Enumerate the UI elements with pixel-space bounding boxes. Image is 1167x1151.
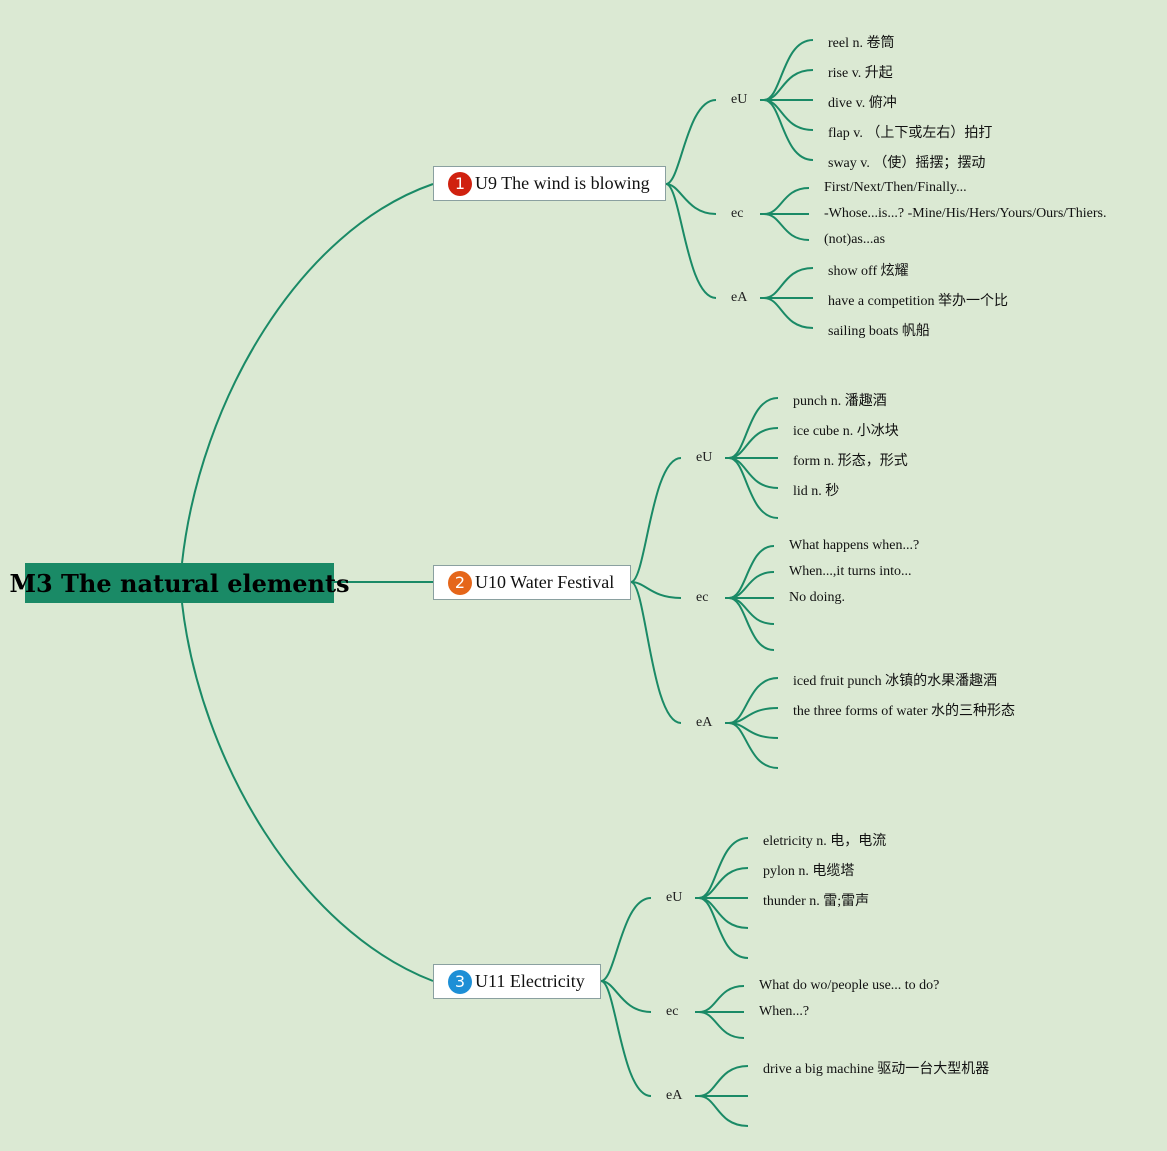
leaf-item[interactable]: eletricity n. 电，电流 bbox=[763, 834, 887, 849]
connector-line bbox=[728, 597, 775, 651]
connector-line bbox=[728, 457, 779, 519]
leaf-item[interactable]: (not)as...as bbox=[824, 232, 886, 247]
leaf-item[interactable]: ice cube n. 小冰块 bbox=[793, 424, 899, 439]
leaf-item[interactable]: pylon n. 电缆塔 bbox=[763, 864, 855, 879]
category-ec[interactable]: ec bbox=[666, 1004, 679, 1019]
leaf-item[interactable]: sway v. （使）摇摆；摆动 bbox=[828, 156, 986, 171]
leaf-item[interactable]: have a competition 举办一个比 bbox=[828, 294, 1009, 309]
leaf-item[interactable]: dive v. 俯冲 bbox=[828, 96, 897, 111]
connector-line bbox=[630, 457, 682, 583]
connector-line bbox=[698, 1095, 749, 1127]
leaf-item[interactable]: show off 炫耀 bbox=[828, 264, 909, 279]
leaf-item[interactable]: lid n. 秒 bbox=[793, 484, 840, 499]
connector-line bbox=[665, 99, 717, 185]
unit-topic-u9[interactable]: 1 U9 The wind is blowing bbox=[433, 166, 666, 201]
leaf-item[interactable]: When...? bbox=[759, 1004, 810, 1019]
leaf-item[interactable]: sailing boats 帆船 bbox=[828, 324, 930, 339]
category-eA[interactable]: eA bbox=[731, 290, 748, 305]
leaf-item[interactable]: form n. 形态，形式 bbox=[793, 454, 908, 469]
connector-line bbox=[630, 581, 682, 724]
category-eA[interactable]: eA bbox=[666, 1088, 683, 1103]
connector-line bbox=[698, 1011, 745, 1039]
connector-line bbox=[181, 602, 434, 982]
category-eU[interactable]: eU bbox=[731, 92, 748, 107]
connector-line bbox=[763, 267, 814, 299]
category-eA[interactable]: eA bbox=[696, 715, 713, 730]
connector-line bbox=[665, 183, 717, 215]
unit-topic-u11[interactable]: 3 U11 Electricity bbox=[433, 964, 601, 999]
root-topic[interactable]: M3 The natural elements bbox=[9, 563, 350, 603]
connector-line bbox=[698, 1065, 749, 1097]
connector-line bbox=[763, 213, 810, 241]
category-ec[interactable]: ec bbox=[731, 206, 744, 221]
leaf-item[interactable]: No doing. bbox=[789, 590, 845, 605]
connector-line bbox=[181, 183, 434, 564]
connector-line bbox=[698, 985, 745, 1013]
connector-line bbox=[763, 187, 810, 215]
leaf-item[interactable]: What happens when...? bbox=[789, 538, 920, 553]
connector-line bbox=[763, 99, 814, 161]
connector-line bbox=[763, 39, 814, 101]
unit-topic-u10[interactable]: 2 U10 Water Festival bbox=[433, 565, 631, 600]
connector-line bbox=[698, 897, 749, 959]
connector-line bbox=[630, 581, 682, 599]
leaf-item[interactable]: rise v. 升起 bbox=[828, 66, 893, 81]
category-eU[interactable]: eU bbox=[666, 890, 683, 905]
unit-title: U10 Water Festival bbox=[475, 572, 615, 592]
leaf-item[interactable]: flap v. （上下或左右）拍打 bbox=[828, 126, 993, 141]
leaf-item[interactable]: When...,it turns into... bbox=[789, 564, 912, 579]
category-eU[interactable]: eU bbox=[696, 450, 713, 465]
unit-title: U9 The wind is blowing bbox=[475, 173, 650, 193]
number-badge-icon: 2 bbox=[448, 570, 472, 595]
connector-line bbox=[728, 677, 779, 724]
leaf-item[interactable]: punch n. 潘趣酒 bbox=[793, 394, 887, 409]
leaf-item[interactable]: -Whose...is...? -Mine/His/Hers/Yours/Our… bbox=[824, 206, 1107, 221]
leaf-item[interactable]: drive a big machine 驱动一台大型机器 bbox=[763, 1062, 990, 1077]
leaf-item[interactable]: thunder n. 雷;雷声 bbox=[763, 894, 870, 909]
leaf-item[interactable]: What do wo/people use... to do? bbox=[759, 978, 940, 993]
leaf-item[interactable]: iced fruit punch 冰镇的水果潘趣酒 bbox=[793, 674, 998, 689]
category-ec[interactable]: ec bbox=[696, 590, 709, 605]
connector-line bbox=[728, 722, 779, 769]
leaf-item[interactable]: reel n. 卷筒 bbox=[828, 36, 895, 51]
connector-line bbox=[665, 183, 717, 299]
connector-line bbox=[600, 980, 652, 1097]
connector-line bbox=[600, 980, 652, 1013]
connector-line bbox=[600, 897, 652, 982]
number-badge-icon: 3 bbox=[448, 969, 472, 994]
number-badge-icon: 1 bbox=[448, 171, 472, 196]
leaf-item[interactable]: the three forms of water 水的三种形态 bbox=[793, 704, 1015, 719]
connector-line bbox=[728, 397, 779, 459]
connector-line bbox=[698, 837, 749, 899]
connector-line bbox=[763, 297, 814, 329]
leaf-item[interactable]: First/Next/Then/Finally... bbox=[824, 180, 967, 195]
unit-title: U11 Electricity bbox=[475, 971, 585, 991]
